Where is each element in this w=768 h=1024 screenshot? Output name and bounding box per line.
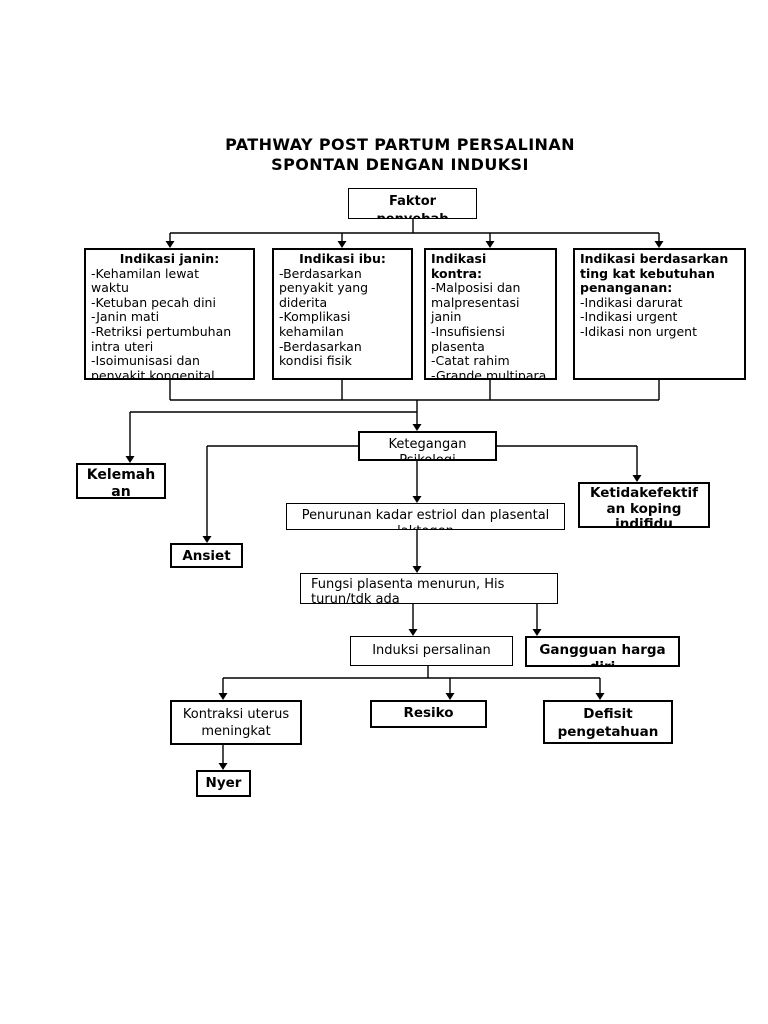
node-ketidakefektifan-koping: Ketidakefektif an koping indifidu — [578, 482, 710, 528]
node-heading: Indikasi — [431, 251, 487, 266]
node-heading: ting kat kebutuhan — [580, 265, 715, 281]
node-gangguan-harga-diri: Gangguan harga diri — [525, 636, 680, 667]
node-heading: kontra: — [431, 265, 483, 281]
node-heading: Indikasi ibu: — [299, 251, 386, 266]
node-heading: Indikasi berdasarkan — [580, 251, 729, 266]
node-indikasi-tingkat-kebutuhan: Indikasi berdasarkan ting kat kebutuhan … — [573, 248, 746, 380]
node-indikasi-janin: Indikasi janin: -Kehamilan lewat waktu -… — [84, 248, 255, 380]
node-resiko: Resiko — [370, 700, 487, 728]
node-indikasi-kontra: Indikasi kontra: -Malposisi dan malprese… — [424, 248, 557, 380]
title-line-1: PATHWAY POST PARTUM PERSALINAN — [225, 135, 575, 154]
node-indikasi-ibu: Indikasi ibu: -Berdasarkan penyakit yang… — [272, 248, 413, 380]
node-ansietas: Ansiet — [170, 543, 243, 568]
node-nyeri: Nyer — [196, 770, 251, 797]
page-title: PATHWAY POST PARTUM PERSALINAN SPONTAN D… — [16, 135, 768, 175]
node-defisit-pengetahuan: Defisit pengetahuan — [543, 700, 673, 744]
node-induksi-persalinan: Induksi persalinan — [350, 636, 513, 666]
node-faktor-penyebab: Faktor penyebab — [348, 188, 477, 219]
node-heading: Indikasi janin: — [119, 251, 220, 266]
node-kelemahan: Kelemah an — [76, 463, 166, 499]
arrowheads — [125, 241, 664, 770]
node-ketegangan-psikologi: Ketegangan Psikologi — [358, 431, 497, 461]
node-fungsi-plasenta: Fungsi plasenta menurun, His turun/tdk a… — [300, 573, 558, 604]
node-heading: penanganan: — [580, 280, 673, 296]
title-line-2: SPONTAN DENGAN INDUKSI — [271, 155, 529, 174]
node-kontraksi-uterus: Kontraksi uterus meningkat — [170, 700, 302, 745]
node-penurunan-estriol: Penurunan kadar estriol dan plasental la… — [286, 503, 565, 530]
